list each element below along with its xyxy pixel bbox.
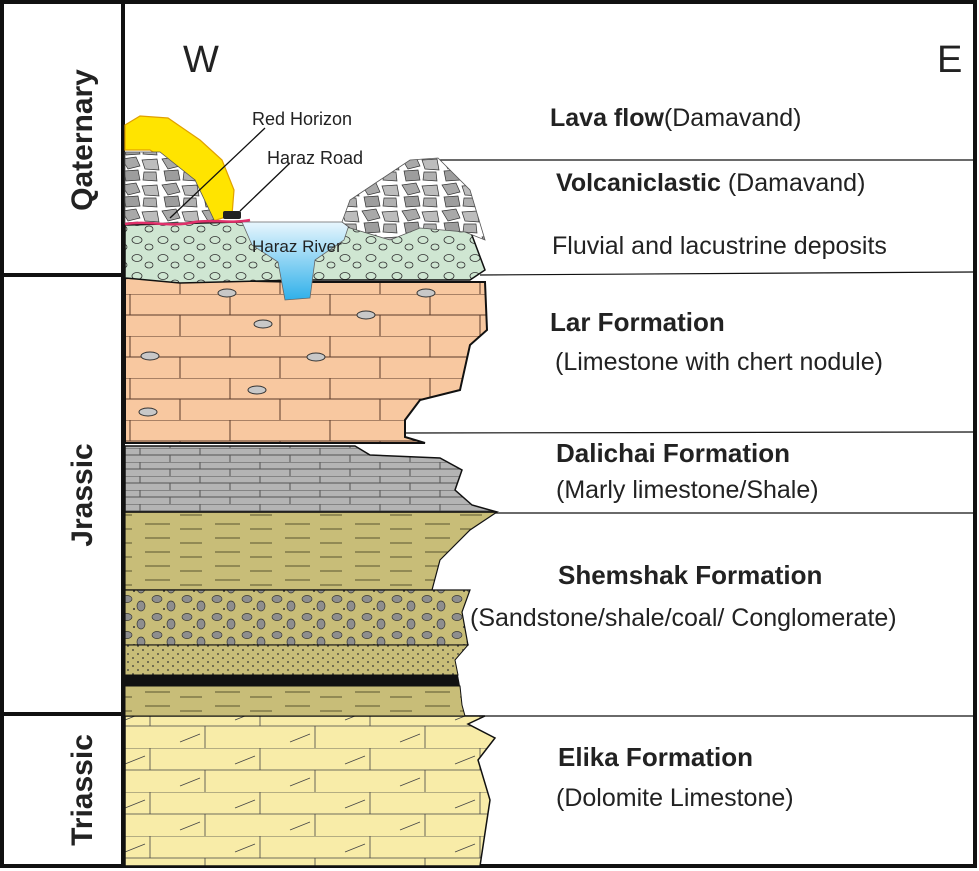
period-jurassic: Jrassic: [66, 443, 99, 546]
shemshak-lower-layer: [124, 685, 466, 717]
shemshak-conglomerate-layer: [124, 589, 471, 646]
direction-west: W: [183, 39, 219, 81]
period-triassic: Triassic: [66, 734, 99, 846]
unit-dalichai-subtitle: (Marly limestone/Shale): [556, 476, 819, 504]
volcaniclastic-left: [124, 151, 216, 225]
unit-lar-subtitle: (Limestone with chert nodule): [555, 348, 883, 376]
shemshak-sandstone-layer: [124, 644, 470, 676]
elika-formation-layer: [124, 715, 497, 867]
annotation-leaders: [169, 127, 291, 219]
unit-elika-title: Elika Formation: [558, 742, 753, 772]
shemshak-shale-layer: [124, 511, 499, 591]
car-icon: [223, 211, 241, 219]
unit-dalichai-title: Dalichai Formation: [556, 438, 790, 468]
unit-shemshak-title: Shemshak Formation: [558, 560, 822, 590]
unit-lar-title: Lar Formation: [550, 307, 725, 337]
haraz-river: [241, 221, 351, 301]
unit-elika-subtitle: (Dolomite Limestone): [556, 784, 794, 812]
unit-volcaniclastic: Volcaniclastic (Damavand): [556, 169, 865, 197]
dalichai-formation-layer: [124, 445, 498, 513]
volcaniclastic-right: [341, 157, 486, 241]
label-red-horizon: Red Horizon: [252, 109, 352, 129]
unit-fluvial-lacustrine: Fluvial and lacustrine deposits: [552, 232, 887, 260]
label-haraz-road: Haraz Road: [267, 148, 363, 168]
unit-lava-flow: Lava flow(Damavand): [550, 104, 801, 132]
chert-nodules: [138, 288, 436, 417]
period-quaternary: Qaternary: [66, 69, 99, 211]
direction-east: E: [937, 39, 962, 81]
red-horizon-line: [124, 218, 251, 226]
boundary-lines: [404, 159, 974, 717]
unit-shemshak-subtitle: (Sandstone/shale/coal/ Conglomerate): [470, 604, 897, 632]
lar-formation-layer: [124, 276, 489, 444]
label-haraz-river: Haraz River: [252, 237, 342, 256]
shemshak-coal-layer: [125, 675, 460, 686]
